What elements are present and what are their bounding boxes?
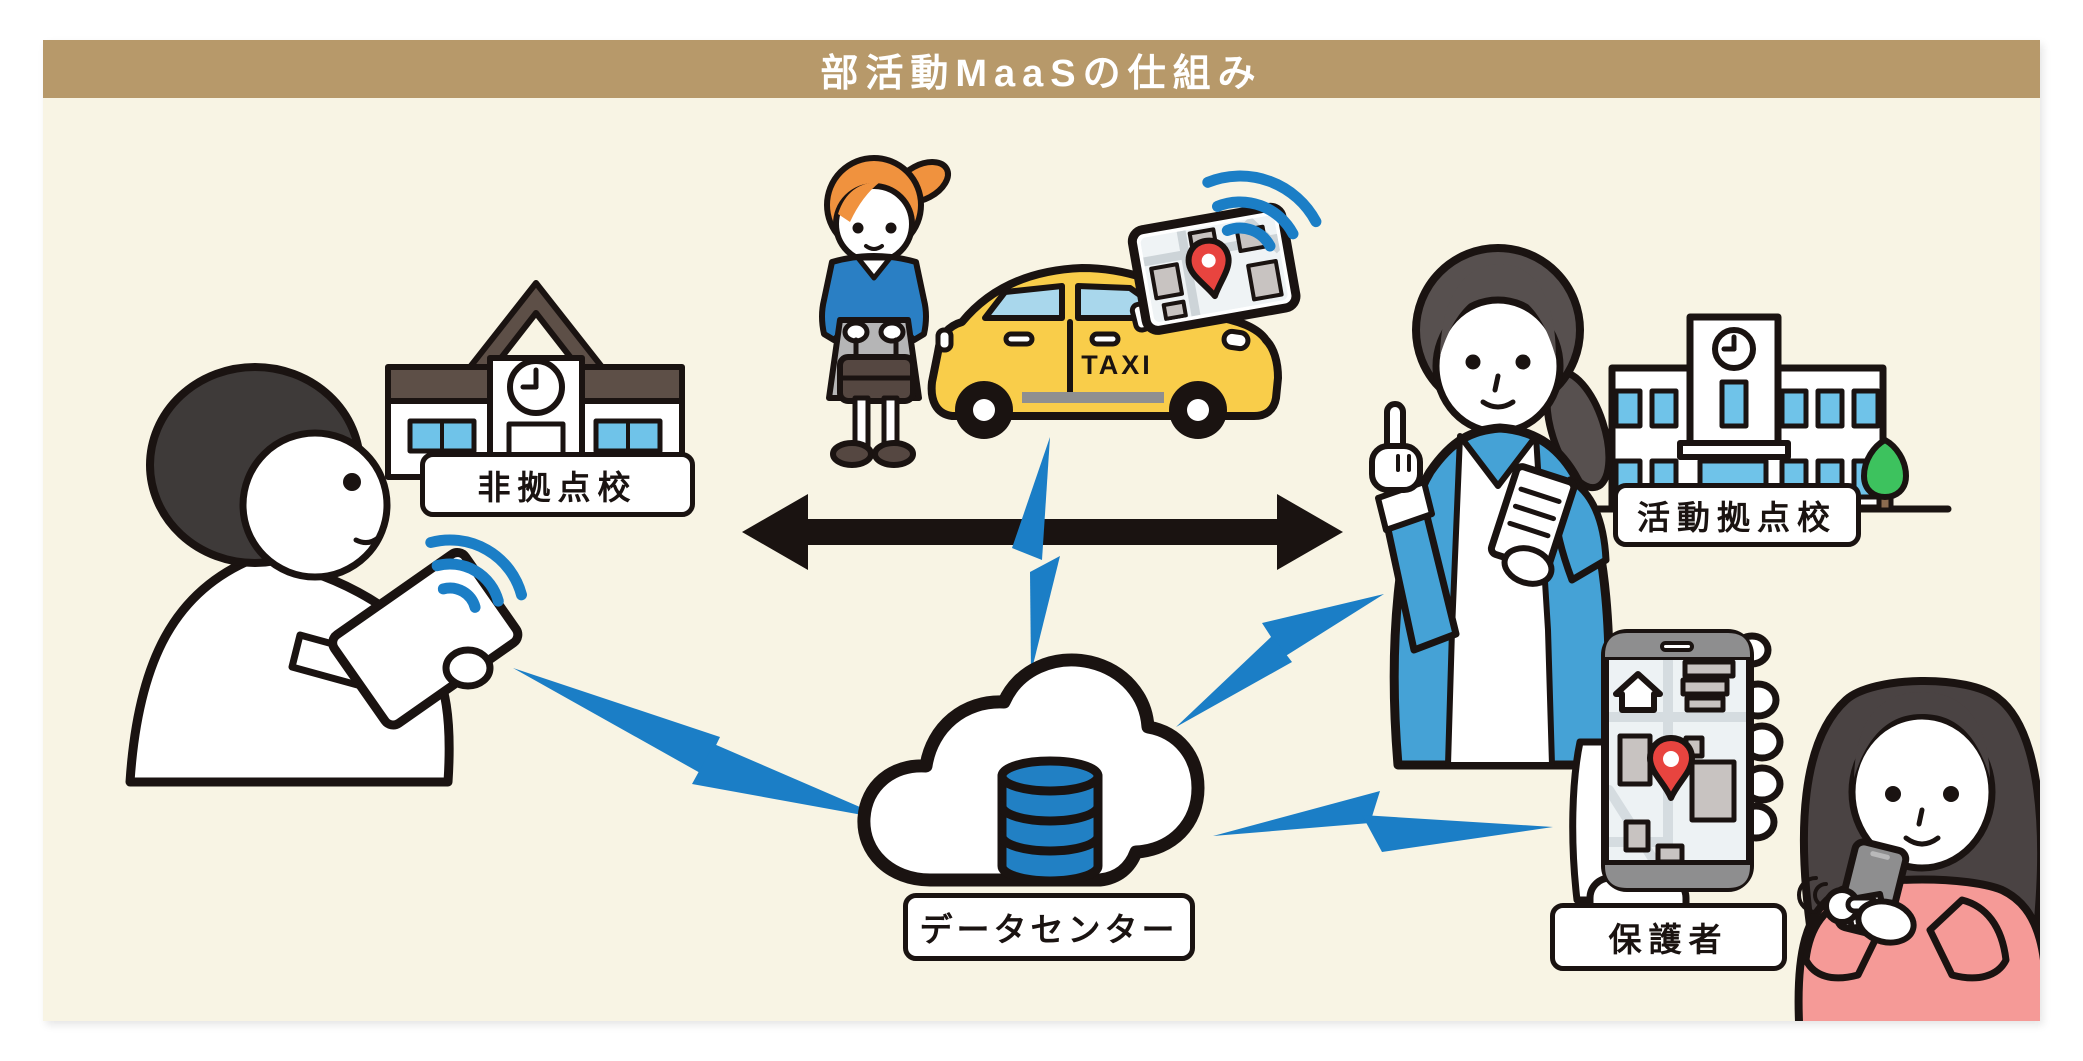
school-bag xyxy=(837,354,916,404)
wifi-icon-staff xyxy=(425,534,527,613)
pointing-hand xyxy=(1369,401,1423,493)
taxi-gps-tablet xyxy=(1127,202,1301,335)
title-bar: 部活動MaaSの仕組み xyxy=(43,40,2040,98)
label-hub-school: 活動拠点校 xyxy=(1613,483,1861,547)
hub-school-building xyxy=(1594,313,1952,513)
label-data-center-text: データセンター xyxy=(919,911,1179,948)
link-bolt-teacher-datacenter xyxy=(1176,594,1384,727)
guardian-woman xyxy=(1794,677,2040,1021)
label-data-center: データセンター xyxy=(903,893,1195,961)
taxi-sign-text: TAXI xyxy=(1081,350,1153,380)
database-icon xyxy=(997,756,1103,886)
school-windows xyxy=(407,418,663,454)
label-guardian: 保護者 xyxy=(1550,903,1787,971)
wifi-icon-taxi xyxy=(1202,170,1322,252)
label-non-hub-school: 非拠点校 xyxy=(420,452,695,517)
student-in-uniform xyxy=(819,155,951,468)
taxi-wheels xyxy=(955,381,1227,439)
link-bolt-guardian-datacenter xyxy=(1213,791,1553,852)
label-non-hub-school-text: 非拠点校 xyxy=(477,468,638,506)
label-hub-school-text: 活動拠点校 xyxy=(1637,499,1837,536)
clock-icon-hub xyxy=(1712,327,1756,371)
teacher xyxy=(1369,244,1614,770)
tap-arcs xyxy=(1797,876,1828,914)
clock-icon xyxy=(507,358,565,416)
location-pin-icon xyxy=(1185,237,1232,300)
guardian-smartphone xyxy=(1569,629,1784,930)
tree xyxy=(1861,437,1909,513)
location-pin-icon-phone xyxy=(1647,735,1695,801)
label-guardian-text: 保護者 xyxy=(1608,921,1729,958)
data-center-cloud xyxy=(857,653,1205,887)
link-bolt-staff-datacenter xyxy=(513,668,890,820)
home-icon xyxy=(1613,671,1663,713)
page-title: 部活動MaaSの仕組み xyxy=(820,52,1263,95)
link-bolt-taxi-datacenter xyxy=(1012,437,1060,673)
non-hub-school-building xyxy=(385,280,685,481)
diagram-artwork: TAXI xyxy=(125,155,2040,1021)
